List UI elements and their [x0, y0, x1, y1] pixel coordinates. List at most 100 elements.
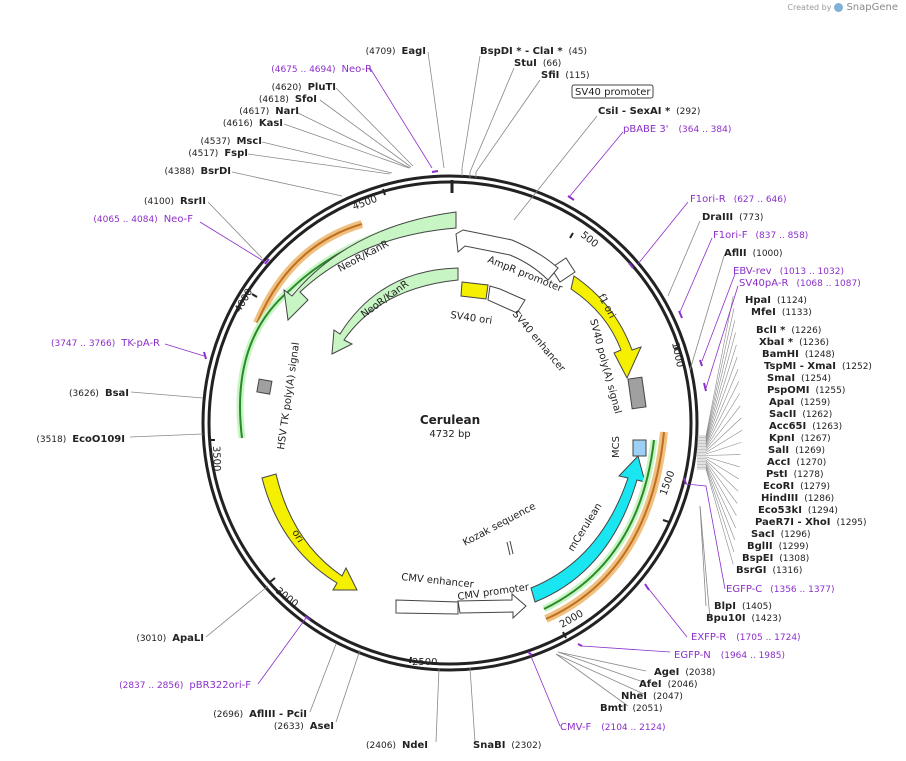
- feature-neor-inner: [331, 267, 459, 355]
- enzyme-site-paer7i: PaeR7I - XhoI(1295): [755, 517, 866, 528]
- enzyme-site-sfoi: (4618)SfoI: [259, 94, 317, 105]
- enzyme-site-bmti: BmtI(2051): [600, 703, 662, 714]
- primer-tk-pa-r: (3747 .. 3766)TK-pA-R: [51, 338, 160, 349]
- enzyme-site-eco53ki: Eco53kI(1294): [758, 505, 838, 516]
- feature-cmv-enhancer: [395, 599, 459, 615]
- enzyme-site-apai: ApaI(1259): [769, 397, 830, 408]
- enzyme-site-rsrii: (4100)RsrII: [144, 196, 206, 207]
- enzyme-leader-line: [697, 332, 736, 441]
- primer-exfp-r: EXFP-R(1705 .. 1724): [691, 632, 801, 643]
- tick-4500: 4500: [351, 194, 379, 213]
- enzyme-leader-line: [697, 417, 742, 452]
- enzyme-site-asei: (2633)AseI: [274, 721, 334, 732]
- enzyme-leader-line: [697, 320, 736, 440]
- feature-sv40-polya: [627, 376, 647, 410]
- enzyme-leader-line: [697, 356, 738, 444]
- enzyme-leader-line: [697, 344, 737, 443]
- enzyme-site-bcli: BclI *(1226): [756, 325, 821, 336]
- enzyme-site-acci: AccI(1270): [767, 457, 826, 468]
- feature-sv40-promoter-arrow: [550, 257, 576, 283]
- credit: Created by SnapGene: [787, 2, 898, 13]
- enzyme-leader-line: [697, 405, 741, 450]
- tick-3500: 3500: [210, 446, 222, 472]
- enzyme-site-fspi: (4517)FspI: [188, 148, 248, 159]
- enzyme-site-tspmi: TspMI - XmaI(1252): [764, 361, 872, 372]
- enzyme-site-kasi: (4616)KasI: [223, 118, 283, 129]
- enzyme-site-stui: StuI(66): [514, 58, 561, 69]
- tick-2500: 2500: [412, 657, 437, 668]
- enzyme-site-hindiii: HindIII(1286): [761, 493, 834, 504]
- primer-sv40pa-r: SV40pA-R(1068 .. 1087): [739, 278, 861, 289]
- enzyme-leader-line: [697, 464, 736, 528]
- enzyme-site-eagi: (4709)EagI: [366, 46, 426, 57]
- primer-cmv-f: CMV-F(2104 .. 2124): [560, 722, 666, 733]
- primer-pbabe-3-: pBABE 3'(364 .. 384): [623, 124, 731, 135]
- enzyme-site-acc65i: Acc65I(1263): [769, 421, 842, 432]
- primer-neo-f: (4065 .. 4084)Neo-F: [93, 214, 193, 225]
- enzyme-leader-line: [697, 393, 740, 449]
- enzyme-site-ecoo109i: (3518)EcoO109I: [36, 434, 125, 445]
- enzyme-leader-line: [697, 456, 740, 468]
- enzyme-leader-line: [697, 459, 739, 492]
- feature-ampr-promoter: [455, 229, 559, 281]
- primer-neo-r: (4675 .. 4694)Neo-R: [271, 64, 372, 75]
- enzyme-site-ecori: EcoRI(1279): [763, 481, 830, 492]
- enzyme-site-afliii: (2696)AflIII - PciI: [213, 709, 307, 720]
- enzyme-site-bsrdi: (4388)BsrDI: [165, 166, 231, 177]
- enzyme-site-nhei: NheI(2047): [621, 691, 683, 702]
- enzyme-site-kpni: KpnI(1267): [769, 433, 831, 444]
- primer-f1ori-r: F1ori-R(627 .. 646): [690, 194, 787, 205]
- enzyme-leader-line: [697, 465, 736, 541]
- enzyme-site-snabi: SnaBI(2302): [473, 740, 541, 751]
- enzyme-leader-line: [697, 295, 734, 437]
- label-kozak: Kozak sequence: [461, 501, 537, 549]
- enzyme-site-msci: (4537)MscI: [201, 136, 263, 147]
- backbone-inner: [207, 180, 693, 666]
- enzyme-site-ndei: (2406)NdeI: [366, 740, 428, 751]
- enzyme-leader-line: [697, 461, 738, 504]
- feature-sv40-ori: [460, 281, 489, 300]
- enzyme-site-bpu10i: Bpu10I(1423): [706, 613, 781, 624]
- feature-cmv-promoter: [457, 592, 527, 620]
- tick-1000: 1000: [669, 341, 685, 368]
- enzyme-site-afei: AfeI(2046): [639, 679, 698, 690]
- credit-prefix: Created by: [787, 3, 832, 12]
- label-mcs: MCS: [611, 436, 622, 458]
- label-sv40-enhancer: SV40 enhancer: [510, 309, 568, 375]
- enzyme-site-sfii: SfiI(115): [541, 70, 590, 81]
- enzyme-leader-line: [697, 468, 734, 565]
- primer-pbr322ori-f: (2837 .. 2856)pBR322ori-F: [119, 680, 251, 691]
- enzyme-site-pluti: (4620)PluTI: [272, 82, 336, 93]
- enzyme-site-xbai: XbaI *(1236): [759, 337, 829, 348]
- enzyme-site-bsai: (3626)BsaI: [69, 388, 129, 399]
- enzyme-site-nari: (4617)NarI: [239, 106, 299, 117]
- enzyme-leader-line: [697, 429, 743, 453]
- feature-neor-outer: [283, 211, 457, 322]
- enzyme-site-bamhi: BamHI(1248): [762, 349, 835, 360]
- label-neor-inner: NeoR/KanR: [359, 279, 411, 321]
- enzyme-leader-line: [697, 381, 740, 447]
- enzyme-leader-line: [697, 308, 735, 438]
- enzyme-site-aflii: AflII(1000): [724, 248, 783, 259]
- primer-egfp-n: EGFP-N(1964 .. 1985): [674, 650, 785, 661]
- feature-hsv-tk-polya: [256, 378, 273, 395]
- feature-sv40-enhancer: [487, 285, 526, 314]
- enzyme-leader-line: [697, 467, 735, 553]
- plasmid-length: 4732 bp: [429, 429, 470, 440]
- enzyme-leader-line: [697, 454, 741, 456]
- label-sv40-ori: SV40 ori: [450, 310, 493, 327]
- label-hsv-tk-polya: HSV TK poly(A) signal: [276, 342, 302, 451]
- enzyme-site-blpi: BlpI(1405): [714, 601, 772, 612]
- enzyme-leader-line: [697, 369, 739, 446]
- enzyme-site-sacii: SacII(1262): [769, 409, 832, 420]
- enzyme-site-mfei: MfeI(1133): [751, 307, 812, 318]
- enzyme-site-saci: SacI(1296): [751, 529, 811, 540]
- enzyme-site-bspdi: BspDI * - ClaI *(45): [480, 46, 587, 57]
- enzyme-site-bsrgi: BsrGI(1316): [736, 565, 802, 576]
- enzyme-site-sali: SalI(1269): [768, 445, 825, 456]
- enzyme-site-draiii: DraIII(773): [702, 212, 763, 223]
- feature-ori: [261, 473, 358, 591]
- enzyme-site-smai: SmaI(1254): [767, 373, 831, 384]
